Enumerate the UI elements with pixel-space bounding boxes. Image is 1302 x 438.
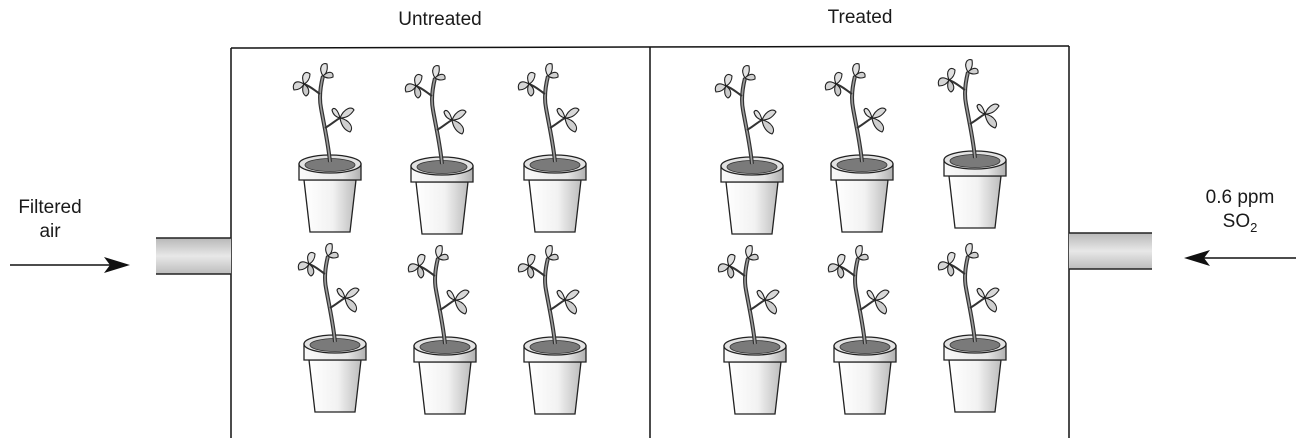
inlet-pipe	[156, 238, 231, 274]
plant-untreated-2	[405, 66, 473, 234]
outlet-pipe	[1069, 233, 1152, 269]
plant-untreated-4	[298, 244, 366, 412]
treated-plants	[715, 60, 1006, 414]
untreated-plants	[293, 64, 586, 414]
inlet-arrow	[10, 257, 130, 273]
plant-untreated-1	[293, 64, 361, 232]
plant-treated-4	[718, 246, 786, 414]
plant-treated-5	[828, 246, 896, 414]
plant-untreated-5	[408, 246, 476, 414]
plant-untreated-3	[518, 64, 586, 232]
plant-untreated-6	[518, 246, 586, 414]
plant-treated-2	[825, 64, 893, 232]
plant-treated-6	[938, 244, 1006, 412]
plant-treated-3	[938, 60, 1006, 228]
so2-arrow	[1184, 250, 1296, 266]
plant-treated-1	[715, 66, 783, 234]
